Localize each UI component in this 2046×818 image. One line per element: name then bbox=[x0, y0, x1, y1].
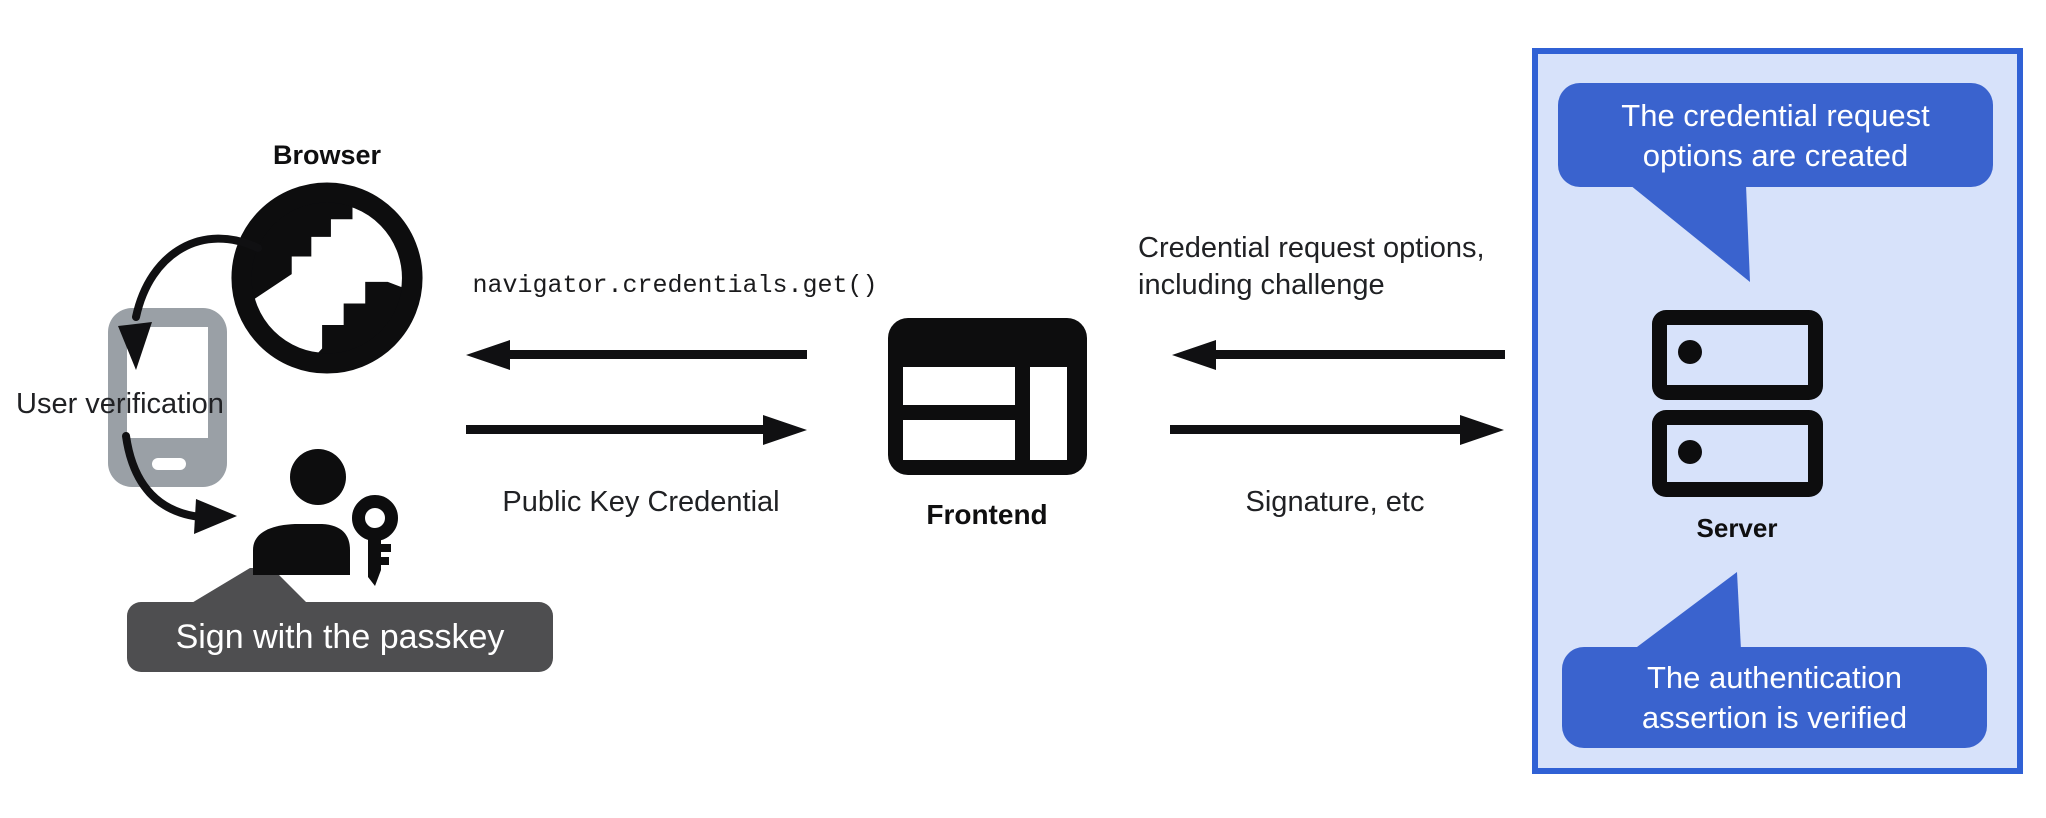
server-bubble-top-tail bbox=[1630, 185, 1750, 282]
server-bubble-bottom-line2: assertion is verified bbox=[1641, 700, 1908, 735]
server-led-icon bbox=[1678, 340, 1702, 364]
arrow-frontend-to-server-icon bbox=[1170, 414, 1504, 445]
frontend-label: Frontend bbox=[926, 499, 1048, 530]
server-led-icon bbox=[1678, 440, 1702, 464]
signature-label: Signature, etc bbox=[1245, 486, 1425, 518]
server-bubble-bottom-line1: The authentication bbox=[1646, 660, 1903, 695]
server-label: Server bbox=[1696, 513, 1778, 543]
arrowhead-left-icon bbox=[1172, 339, 1216, 370]
server-bubble-top: The credential request options are creat… bbox=[1558, 83, 1993, 187]
get-call-label: navigator.credentials.get() bbox=[472, 271, 878, 300]
server-bubble-bottom-tail bbox=[1633, 572, 1741, 650]
arrow-browser-to-frontend-icon bbox=[466, 414, 807, 445]
credential-request-line1: Credential request options, bbox=[1138, 232, 1485, 264]
globe-icon bbox=[231, 182, 423, 374]
curved-arrow-phone-to-user-icon bbox=[122, 432, 237, 534]
arrow-frontend-to-browser-icon bbox=[466, 339, 807, 370]
credential-request-label: Credential request options, including ch… bbox=[1138, 230, 1485, 304]
arrow-server-to-frontend-icon bbox=[1172, 339, 1505, 370]
passkey-tooltip: Sign with the passkey bbox=[127, 602, 553, 672]
arrowhead-right-icon bbox=[763, 414, 807, 445]
arrowhead-right-icon bbox=[1460, 414, 1504, 445]
server-bubble-bottom: The authentication assertion is verified bbox=[1562, 647, 1987, 748]
frontend-window-icon bbox=[888, 318, 1087, 475]
server-icon bbox=[1652, 410, 1823, 497]
arrowhead-left-icon bbox=[466, 339, 510, 370]
frontend-window-pane bbox=[903, 420, 1015, 460]
server-icon bbox=[1652, 310, 1823, 400]
server-bubble-top-line2: options are created bbox=[1642, 138, 1909, 173]
tooltip-pointer bbox=[190, 568, 308, 604]
curved-arrow-browser-to-phone-icon bbox=[118, 234, 262, 370]
phone-home-slot bbox=[152, 458, 186, 470]
server-bubble-top-line1: The credential request bbox=[1621, 98, 1930, 133]
passkey-tooltip-text: Sign with the passkey bbox=[175, 618, 505, 656]
user-verification-label: User verification bbox=[16, 388, 224, 420]
browser-label: Browser bbox=[272, 140, 382, 170]
frontend-window-pane bbox=[903, 367, 1015, 405]
user-passkey-icon bbox=[253, 449, 398, 586]
frontend-window-pane bbox=[1030, 367, 1067, 460]
public-key-credential-label: Public Key Credential bbox=[502, 486, 780, 518]
credential-request-line2: including challenge bbox=[1138, 269, 1385, 301]
